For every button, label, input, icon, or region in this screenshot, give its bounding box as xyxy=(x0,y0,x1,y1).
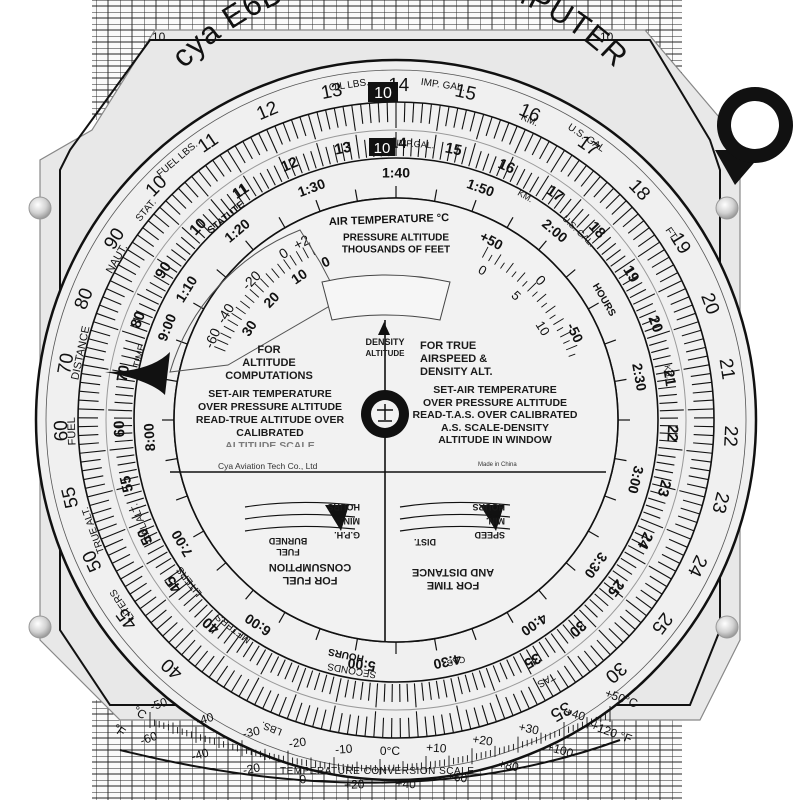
text-line: CALIBRATED xyxy=(180,427,360,440)
text-line: ALTITUDE xyxy=(350,348,420,359)
text-line: A.S. SCALE-DENSITY xyxy=(400,422,590,435)
airspeed-instructions: SET-AIR TEMPERATURE OVER PRESSURE ALTITU… xyxy=(400,384,590,447)
scale-label: 21 xyxy=(715,357,739,381)
text-line: FOR TRUE xyxy=(420,340,520,353)
grid-label: 10 xyxy=(152,30,165,44)
airspeed-heading: FOR TRUE AIRSPEED & DENSITY ALT. xyxy=(420,340,520,379)
svg-text:-10: -10 xyxy=(335,742,354,757)
text-line: ALTITUDE xyxy=(210,357,328,370)
text-line: OVER PRESSURE ALTITUDE xyxy=(400,397,590,410)
svg-text:10: 10 xyxy=(374,140,391,157)
svg-text:+20: +20 xyxy=(344,777,365,792)
text-line: AIRSPEED & xyxy=(420,353,520,366)
text-line: READ-TRUE ALTITUDE OVER xyxy=(180,414,360,427)
dist-label: DIST. xyxy=(405,535,445,548)
scale-label: 60 xyxy=(111,420,129,437)
text-line: FOR TIME xyxy=(398,578,508,591)
svg-text:0°C: 0°C xyxy=(380,744,400,758)
screw-icon xyxy=(716,616,738,638)
scale-label: 22 xyxy=(663,425,681,442)
svg-text:10: 10 xyxy=(374,85,392,102)
text-line: ALTITUDE IN WINDOW xyxy=(400,434,590,447)
scale-label: 22 xyxy=(719,425,741,447)
screw-icon xyxy=(29,197,51,219)
text-line: AND DISTANCE xyxy=(398,565,508,578)
temperature-scale-title: TEMPERATURE CONVERSION SCALE xyxy=(280,766,474,777)
scale-label: 8:00 xyxy=(140,423,158,452)
svg-text:-20: -20 xyxy=(288,735,307,751)
text-line: FOR xyxy=(210,344,328,357)
text-line: DENSITY xyxy=(350,337,420,348)
text-line: FOR FUEL xyxy=(250,573,370,586)
svg-text:+40: +40 xyxy=(395,777,416,792)
text-line: MIN. xyxy=(250,514,360,528)
grid-label: 10 xyxy=(600,30,613,44)
density-altitude-label: DENSITY ALTITUDE xyxy=(350,337,420,359)
time-distance-heading: FOR TIME AND DISTANCE xyxy=(398,565,508,591)
scale-label: PRESSURE ALTITUDE xyxy=(343,233,449,244)
screw-icon xyxy=(716,197,738,219)
text-line: COMPUTATIONS xyxy=(210,370,328,383)
origin-label: Made in China xyxy=(478,462,517,468)
text-line: SET-AIR TEMPERATURE xyxy=(180,388,360,401)
text-line: HOURS xyxy=(405,500,505,514)
svg-text:+10: +10 xyxy=(426,740,448,755)
fuel-consumption-heading: FOR FUEL CONSUMPTION xyxy=(250,560,370,586)
text-line: CONSUMPTION xyxy=(250,560,370,573)
text-line: SET-AIR TEMPERATURE xyxy=(400,384,590,397)
text-line: HOURS xyxy=(250,500,360,514)
fuel-burned-label: FUEL BURNED xyxy=(258,535,318,557)
manufacturer-label: Cya Aviation Tech Co., Ltd xyxy=(218,461,317,471)
text-line: OVER PRESSURE ALTITUDE xyxy=(180,401,360,414)
text-line: ALTITUDE SCALE xyxy=(180,440,360,447)
scale-label: 15 xyxy=(444,139,464,159)
text-line: DENSITY ALT. xyxy=(420,366,520,379)
text-line: READ-T.A.S. OVER CALIBRATED xyxy=(400,409,590,422)
density-altitude-window xyxy=(322,275,450,320)
altitude-heading: FOR ALTITUDE COMPUTATIONS xyxy=(210,344,328,383)
altitude-instructions: SET-AIR TEMPERATURE OVER PRESSURE ALTITU… xyxy=(180,388,360,447)
lanyard-hole xyxy=(715,87,793,185)
scale-label: 1:40 xyxy=(382,165,410,181)
svg-text:+20: +20 xyxy=(472,732,494,749)
scale-label: THOUSANDS OF FEET xyxy=(342,245,450,256)
screw-icon xyxy=(29,616,51,638)
scale-label: 13 xyxy=(333,139,353,159)
text-line: MIN. xyxy=(405,514,505,528)
scale-label: FUEL xyxy=(66,417,79,446)
